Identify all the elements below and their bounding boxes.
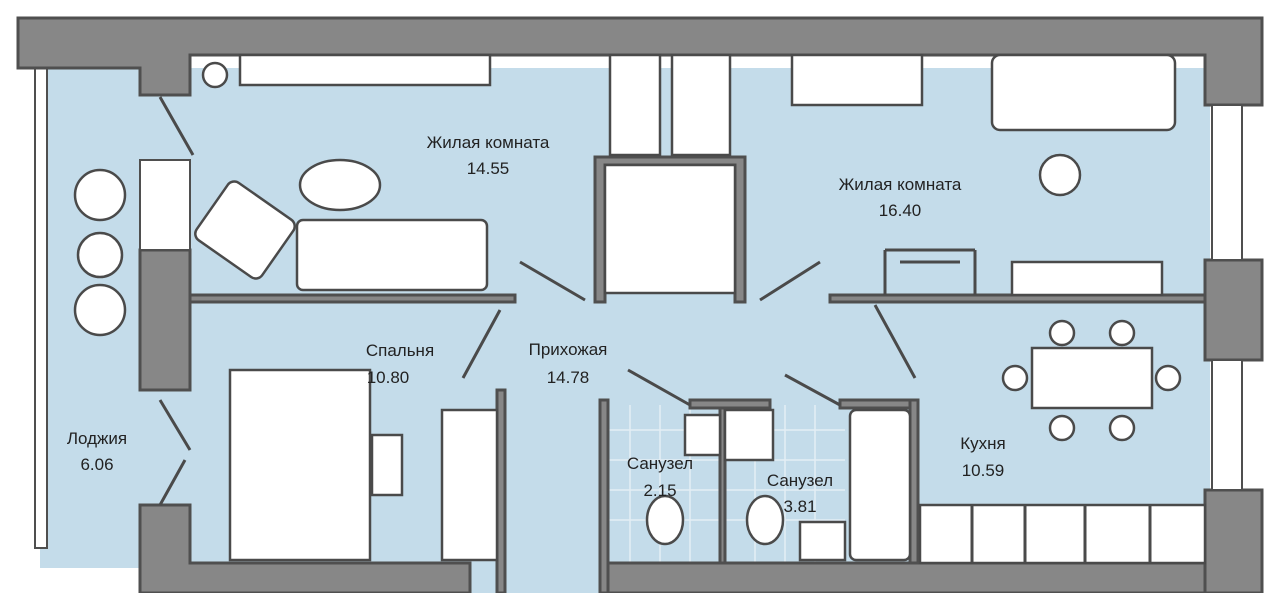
doors — [158, 96, 917, 506]
room-area: 14.55 — [467, 159, 510, 178]
room-area: 14.78 — [547, 368, 590, 387]
window — [1211, 104, 1243, 261]
wardrobe — [670, 53, 732, 157]
toilet — [645, 494, 685, 546]
closet — [603, 163, 737, 295]
room-area: 2.15 — [643, 481, 676, 500]
room-name: Лоджия — [67, 429, 127, 448]
plant — [201, 61, 229, 89]
toilet — [745, 494, 785, 546]
bench — [883, 248, 977, 295]
chair — [73, 283, 127, 337]
wardrobe — [440, 408, 499, 562]
room-area: 6.06 — [80, 455, 113, 474]
desk — [790, 53, 924, 107]
wardrobe — [608, 53, 662, 157]
room-name: Кухня — [960, 434, 1006, 453]
room-area: 10.59 — [962, 461, 1005, 480]
counter-dividers — [970, 505, 1152, 563]
room-area: 10.80 — [367, 368, 410, 387]
room-name: Санузел — [767, 471, 833, 490]
sink — [798, 520, 847, 562]
dining-chair — [1001, 364, 1029, 392]
dining-chair — [1154, 364, 1182, 392]
loggia-door-block — [139, 159, 191, 251]
chair — [73, 168, 127, 222]
dining-chair — [1048, 414, 1076, 442]
shelf — [238, 53, 492, 87]
dining-chair — [1048, 319, 1076, 347]
room-name: Спальня — [366, 341, 434, 360]
loggia-window — [34, 67, 48, 549]
room-name: Жилая комната — [839, 175, 962, 194]
room-area: 3.81 — [783, 497, 816, 516]
sink — [683, 413, 722, 457]
side-table — [76, 231, 124, 279]
sofa — [295, 218, 489, 292]
room-labels: Жилая комната 14.55 Жилая комната 16.40 … — [67, 133, 1006, 516]
kitchen-counter — [918, 503, 1207, 565]
dining-chair — [1108, 319, 1136, 347]
armchair — [194, 180, 296, 280]
room-name: Прихожая — [529, 340, 608, 359]
round-table — [1038, 153, 1082, 197]
dining-chair — [1108, 414, 1136, 442]
room-name: Жилая комната — [427, 133, 550, 152]
tv-stand — [1010, 260, 1164, 297]
room-name: Санузел — [627, 454, 693, 473]
bed — [228, 368, 372, 562]
bathtub — [848, 408, 912, 562]
dining-table — [1030, 346, 1154, 410]
washing-machine — [723, 408, 775, 462]
nightstand — [370, 433, 404, 497]
sofa — [990, 53, 1177, 132]
room-area: 16.40 — [879, 201, 922, 220]
window — [1211, 359, 1243, 491]
furniture — [73, 53, 1207, 565]
coffee-table — [298, 158, 382, 212]
